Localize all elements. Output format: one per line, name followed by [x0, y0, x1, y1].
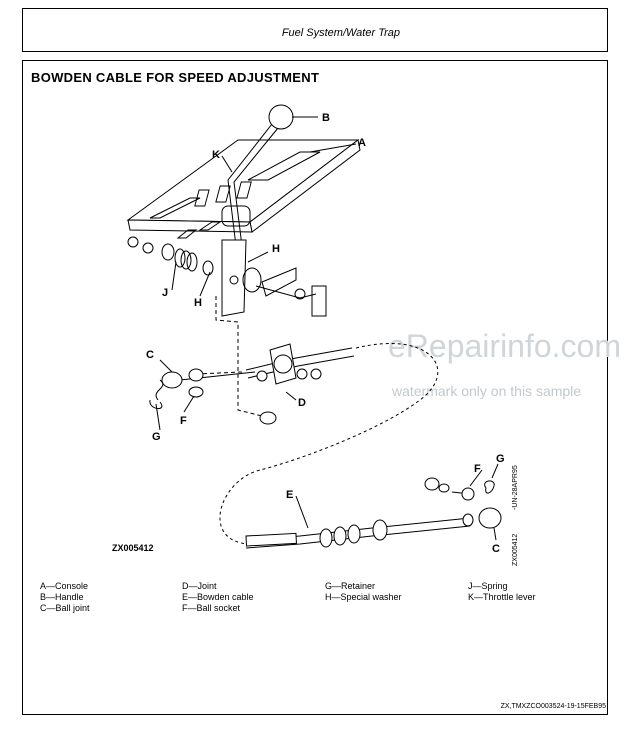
legend-item: D—Joint [182, 581, 217, 591]
callout-leaders [155, 116, 499, 541]
figure-side-code: ZX005412 [512, 533, 519, 566]
handle-knob [268, 104, 294, 130]
watermark-text: eRepairinfo.com [388, 328, 621, 364]
callout-f-upper: F [180, 415, 187, 427]
upper-cable-assembly [149, 343, 355, 425]
callout-c-lower: C [492, 543, 500, 555]
special-washer-bracket [242, 267, 327, 317]
legend-item: G—Retainer [325, 581, 376, 591]
legend-item: A—Console [40, 581, 89, 591]
legend-item: C—Ball joint [40, 603, 90, 613]
legend-column-1: A—Console B—Handle C—Ball joint [40, 581, 90, 614]
callout-c-upper: C [146, 349, 154, 361]
callout-a: A [358, 137, 366, 149]
footer-code: ZX,TMXZCO003524-19-15FEB95 [500, 703, 606, 710]
legend-item: E—Bowden cable [182, 592, 254, 602]
figure-id: ZX005412 [112, 543, 154, 553]
callout-g-lower: G [496, 453, 505, 465]
callout-f-lower: F [474, 463, 481, 475]
header-frame [22, 8, 608, 52]
throttle-lever [221, 123, 279, 317]
callout-k: K [212, 149, 220, 161]
legend-item: B—Handle [40, 592, 84, 602]
cable-routing-path [219, 343, 439, 545]
legend-column-3: G—Retainer H—Special washer [325, 581, 402, 603]
callout-g-upper: G [152, 431, 161, 443]
bowden-cable [245, 477, 502, 549]
figure-side-date: -UN-28APR95 [512, 465, 519, 510]
content-panel [22, 60, 608, 715]
console-plate [126, 139, 361, 239]
callout-h-lower: H [194, 297, 202, 309]
section-title: BOWDEN CABLE FOR SPEED ADJUSTMENT [31, 70, 320, 85]
header-title: Fuel System/Water Trap [281, 27, 400, 39]
callout-b: B [322, 112, 330, 124]
legend-item: F—Ball socket [182, 603, 241, 613]
callout-j: J [162, 287, 168, 299]
callout-h-upper: H [272, 243, 280, 255]
callout-e: E [286, 489, 293, 501]
legend-item: J—Spring [468, 581, 508, 591]
legend-column-4: J—Spring K—Throttle lever [468, 581, 536, 603]
watermark-subtext: watermark only on this sample [392, 383, 582, 399]
legend-item: H—Special washer [325, 592, 402, 602]
legend-item: K—Throttle lever [468, 592, 536, 602]
callout-d: D [298, 397, 306, 409]
spring-stack [127, 236, 214, 276]
legend-column-2: D—Joint E—Bowden cable F—Ball socket [182, 581, 254, 614]
